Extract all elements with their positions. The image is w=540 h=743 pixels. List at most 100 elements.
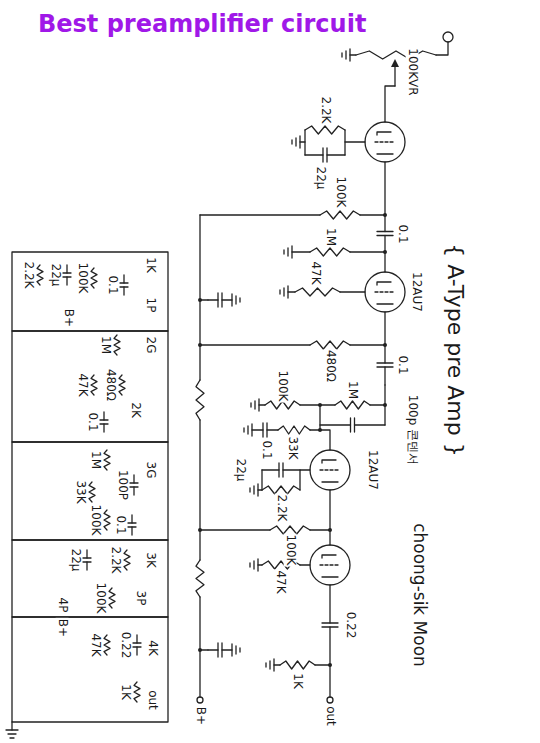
layout-box bbox=[12, 540, 168, 617]
component-value: 100K bbox=[93, 582, 106, 615]
wire bbox=[86, 562, 87, 570]
component-value: 22μ bbox=[233, 458, 246, 483]
wire bbox=[208, 299, 218, 300]
resistor-symbol bbox=[280, 661, 315, 669]
capacitor-symbol bbox=[100, 420, 108, 424]
ground-symbol bbox=[6, 730, 18, 738]
wire bbox=[261, 470, 262, 490]
component-value: 2K bbox=[128, 401, 141, 419]
component-value: 2.2K bbox=[21, 261, 34, 290]
wire bbox=[350, 54, 356, 55]
resistor-symbol bbox=[196, 380, 204, 420]
ground-symbol bbox=[292, 136, 300, 148]
component-value: 0.22 bbox=[343, 611, 356, 640]
tube-cathode bbox=[322, 555, 336, 558]
component-value: 1M bbox=[345, 380, 358, 400]
component-value: 2.2K bbox=[274, 494, 287, 523]
junction-dot bbox=[318, 428, 322, 432]
resistor-symbol bbox=[196, 560, 204, 597]
wire bbox=[103, 412, 104, 420]
capacitor-symbol bbox=[130, 483, 138, 487]
wire bbox=[384, 236, 385, 253]
resistor-symbol bbox=[91, 268, 97, 288]
component-value: 2G bbox=[143, 336, 156, 355]
tube-envelope bbox=[310, 450, 350, 490]
component-value: 0.1 bbox=[85, 411, 98, 432]
component-value: B+ bbox=[193, 706, 206, 726]
ground-symbol bbox=[284, 246, 292, 258]
layout-box bbox=[12, 252, 168, 331]
wire bbox=[131, 515, 132, 523]
wire bbox=[11, 722, 12, 730]
component-value: 1K bbox=[290, 672, 303, 690]
handwritten-note: { A-Type pre Amp } bbox=[443, 242, 467, 458]
wire bbox=[267, 429, 278, 430]
component-value: 480Ω bbox=[323, 349, 336, 383]
wire bbox=[133, 475, 134, 483]
component-value: 4K bbox=[145, 639, 158, 657]
tube-cathode bbox=[322, 460, 336, 463]
wire bbox=[344, 130, 345, 155]
junction-dot bbox=[328, 528, 332, 532]
wire bbox=[320, 405, 330, 450]
layout-box bbox=[12, 442, 168, 540]
component-value: 12AU7 bbox=[365, 449, 378, 491]
wire bbox=[384, 215, 385, 232]
wire bbox=[199, 215, 200, 380]
component-value: 100K bbox=[75, 262, 88, 295]
capacitor-symbol bbox=[322, 623, 338, 627]
component-value: B+ bbox=[55, 618, 68, 638]
ground-symbol bbox=[232, 644, 240, 656]
wire bbox=[300, 404, 335, 405]
component-value: 3P bbox=[133, 590, 146, 607]
component-value: 100p 콘덴서 bbox=[405, 394, 418, 466]
capacitor-symbol bbox=[218, 293, 222, 307]
tube-plate bbox=[377, 153, 393, 154]
wire bbox=[136, 647, 137, 655]
component-value: 3G bbox=[143, 461, 156, 480]
wire bbox=[136, 635, 137, 643]
wire bbox=[355, 424, 386, 425]
capacitor-symbol bbox=[83, 558, 91, 562]
component-value: 47K bbox=[273, 569, 286, 594]
resistor-symbol bbox=[310, 341, 350, 349]
junction-dot bbox=[383, 403, 387, 407]
component-value: out bbox=[323, 705, 336, 727]
capacitor-symbol bbox=[377, 232, 393, 236]
wire bbox=[123, 287, 124, 295]
wire bbox=[222, 299, 232, 300]
component-value: 100K bbox=[333, 176, 346, 209]
wire bbox=[262, 469, 279, 470]
wire bbox=[200, 344, 310, 345]
component-value: 100K bbox=[283, 534, 296, 567]
wire bbox=[133, 487, 134, 495]
wire bbox=[384, 345, 385, 363]
capacitor-symbol bbox=[377, 363, 393, 367]
wire bbox=[310, 529, 330, 530]
resistor-symbol bbox=[119, 375, 125, 395]
tube-grid bbox=[320, 564, 340, 565]
capacitor-symbol bbox=[128, 523, 136, 527]
component-value: 3K bbox=[143, 551, 156, 569]
tube-grid bbox=[320, 469, 340, 470]
wire bbox=[199, 420, 200, 560]
component-value: 47K bbox=[308, 260, 321, 285]
component-value: B+ bbox=[61, 308, 74, 328]
ground-symbol bbox=[266, 659, 274, 671]
wire bbox=[300, 564, 310, 565]
component-value: 1M bbox=[88, 450, 101, 470]
wire bbox=[385, 86, 395, 122]
wire bbox=[292, 251, 310, 252]
wire bbox=[123, 275, 124, 283]
tube-plate bbox=[322, 481, 338, 482]
resistor-symbol bbox=[109, 588, 115, 608]
resistor-symbol bbox=[320, 211, 360, 219]
junction-dot bbox=[198, 648, 202, 652]
terminal bbox=[443, 32, 453, 42]
component-value: 1K bbox=[143, 256, 156, 274]
component-value: 100K bbox=[275, 370, 288, 403]
handwritten-note: choong-sik Moon bbox=[411, 522, 430, 668]
wire bbox=[315, 664, 330, 665]
layout-box bbox=[12, 617, 168, 722]
component-value: 33K bbox=[73, 479, 86, 504]
